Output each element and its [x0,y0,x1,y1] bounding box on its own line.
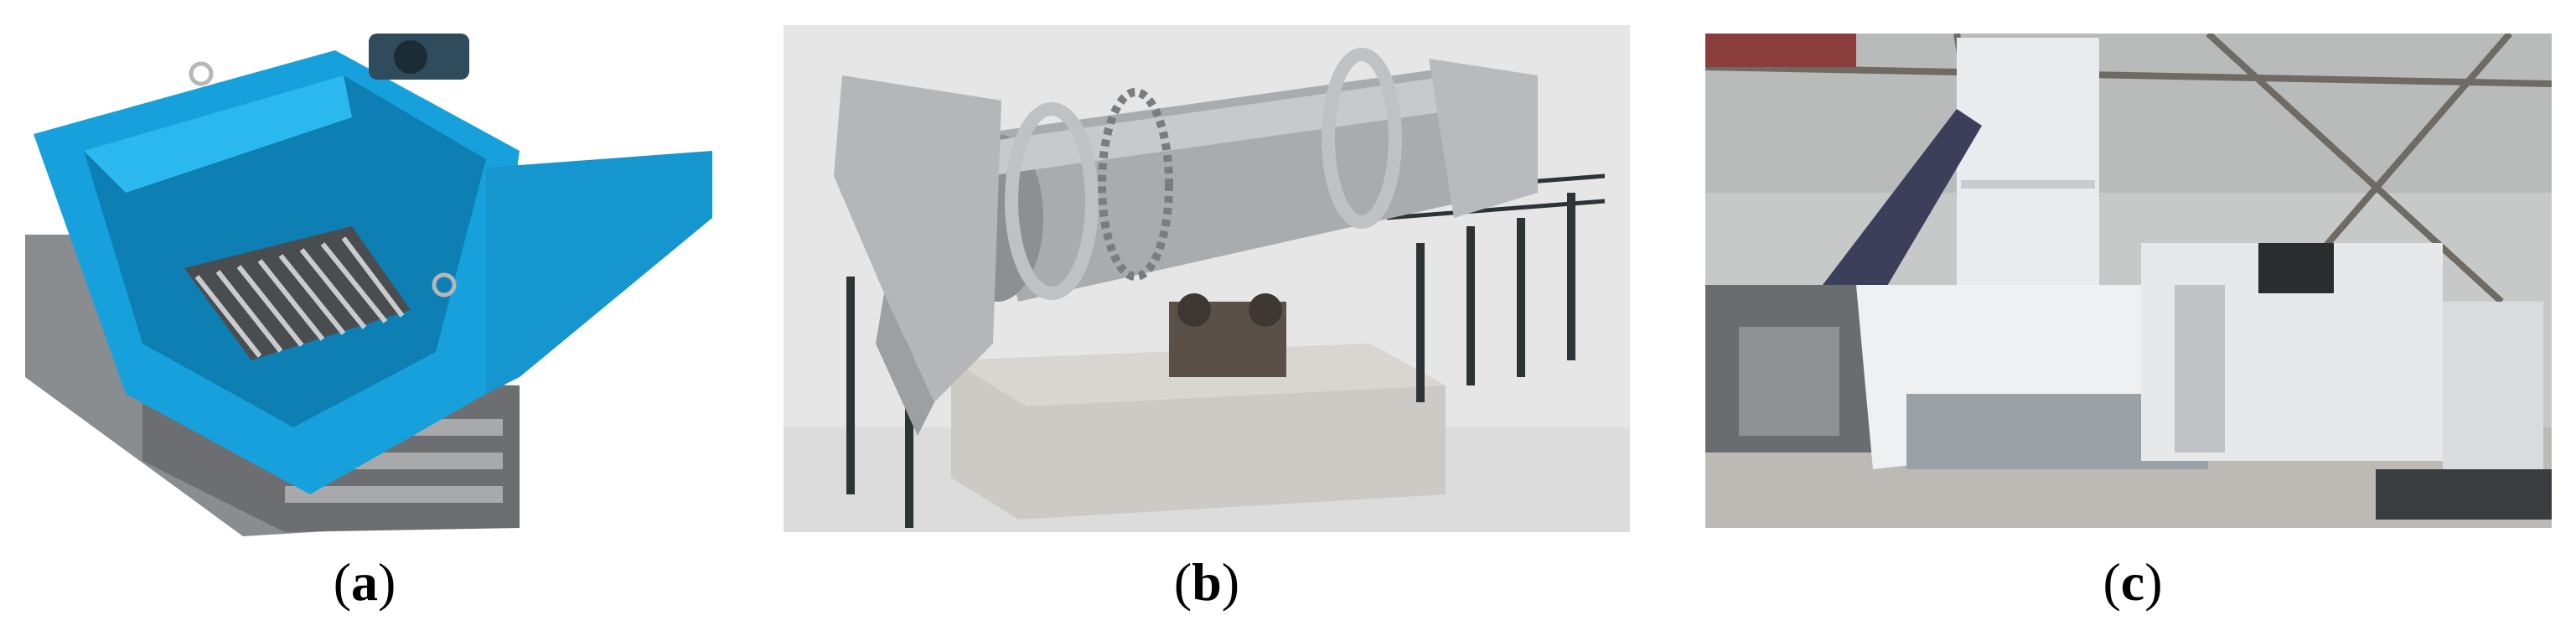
caption-c: (c) [2103,552,2163,612]
caption-a: (a) [333,552,396,612]
panel-b-image [784,25,1630,532]
recycling-line-illustration [1705,34,2552,528]
panel-c-image [1705,34,2552,528]
panel-a-image [17,25,712,536]
caption-b: (b) [1173,552,1240,612]
shredder-illustration [17,25,712,536]
drum-dryer-illustration [784,25,1630,532]
